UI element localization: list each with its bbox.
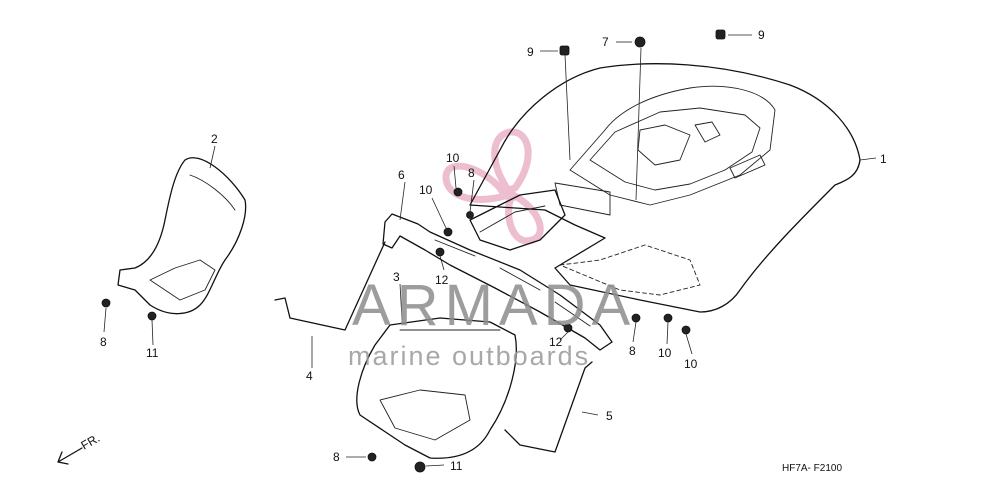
callout-10-left: 10 [419, 183, 433, 197]
callout-10-upper: 10 [446, 151, 460, 165]
callout-10-right-b: 10 [684, 357, 698, 371]
screw-10-d [681, 325, 691, 335]
callout-1: 1 [880, 152, 887, 166]
callout-8-left: 8 [100, 335, 107, 349]
screw-8-a [466, 211, 474, 219]
front-direction-arrow: FR. [57, 431, 103, 465]
callout-7: 7 [602, 35, 609, 49]
nut-11-a [147, 311, 157, 321]
part-1-rear-fender [469, 63, 861, 313]
callout-12-lower: 12 [549, 335, 563, 349]
nut-12-a [435, 247, 445, 257]
part-3-inner-panel [469, 189, 566, 251]
part-6-bracket [382, 213, 613, 351]
reference-code: HF7A- F2100 [782, 463, 842, 474]
callout-5: 5 [606, 409, 613, 423]
callout-2: 2 [211, 132, 218, 146]
callout-12-upper: 12 [435, 273, 449, 287]
part-5-rod [504, 361, 593, 453]
bolt-9-left [559, 45, 570, 56]
leader-lines [103, 34, 877, 467]
screw-10-c [663, 313, 673, 323]
callout-8-right: 8 [629, 344, 636, 358]
logo-blade-right [505, 191, 544, 245]
callout-3: 3 [393, 270, 400, 284]
part-4-rod [274, 241, 386, 331]
clip-7 [634, 36, 646, 48]
screw-8-c [101, 298, 111, 308]
hardware-fasteners [101, 29, 726, 473]
callout-8-bottom: 8 [333, 450, 340, 464]
callout-9-right: 9 [758, 28, 765, 42]
callout-11-left: 11 [146, 346, 159, 360]
part-2-left-mudguard [117, 157, 247, 315]
callout-8-upper: 8 [468, 166, 475, 180]
part-lower-mudguard [356, 317, 517, 459]
callout-9-left: 9 [527, 45, 534, 59]
watermark-brand: ARMADA [352, 273, 636, 338]
callout-6: 6 [398, 168, 405, 182]
logo-blade-top [491, 128, 532, 195]
callout-11-bottom: 11 [450, 459, 463, 473]
callout-4: 4 [306, 369, 313, 383]
callout-10-right-a: 10 [658, 346, 672, 360]
front-arrow-label: FR. [79, 431, 103, 453]
screw-8-d [367, 452, 377, 462]
screw-10-b [453, 187, 463, 197]
screw-10-a [443, 227, 453, 237]
watermark-subtitle: marine outboards [348, 341, 590, 371]
logo-hub [503, 187, 515, 199]
nut-11-b [414, 461, 426, 473]
bolt-9-right [715, 29, 726, 40]
